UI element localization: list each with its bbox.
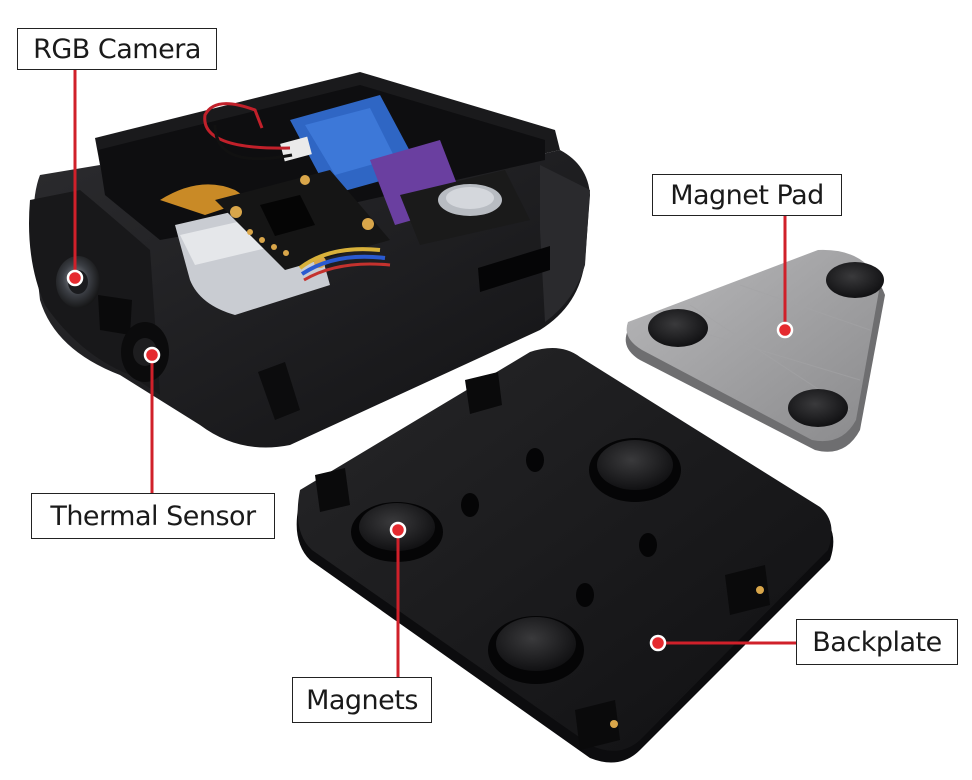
- label-magnets: Magnets: [292, 677, 432, 723]
- callout-dot-thermal: [143, 346, 161, 364]
- electronics: [160, 95, 530, 315]
- label-magnet-pad: Magnet Pad: [652, 174, 842, 216]
- callout-dot-magnet-pad: [776, 321, 794, 339]
- callout-dot-backplate: [649, 634, 667, 652]
- callouts: [73, 70, 796, 677]
- label-thermal-sensor: Thermal Sensor: [31, 493, 275, 539]
- backplate: [296, 348, 834, 763]
- magnet-pad: [625, 249, 885, 452]
- callout-dot-rgb: [66, 269, 84, 287]
- callout-dot-magnets: [389, 521, 407, 539]
- label-rgb-camera: RGB Camera: [17, 28, 217, 70]
- label-backplate: Backplate: [796, 619, 958, 665]
